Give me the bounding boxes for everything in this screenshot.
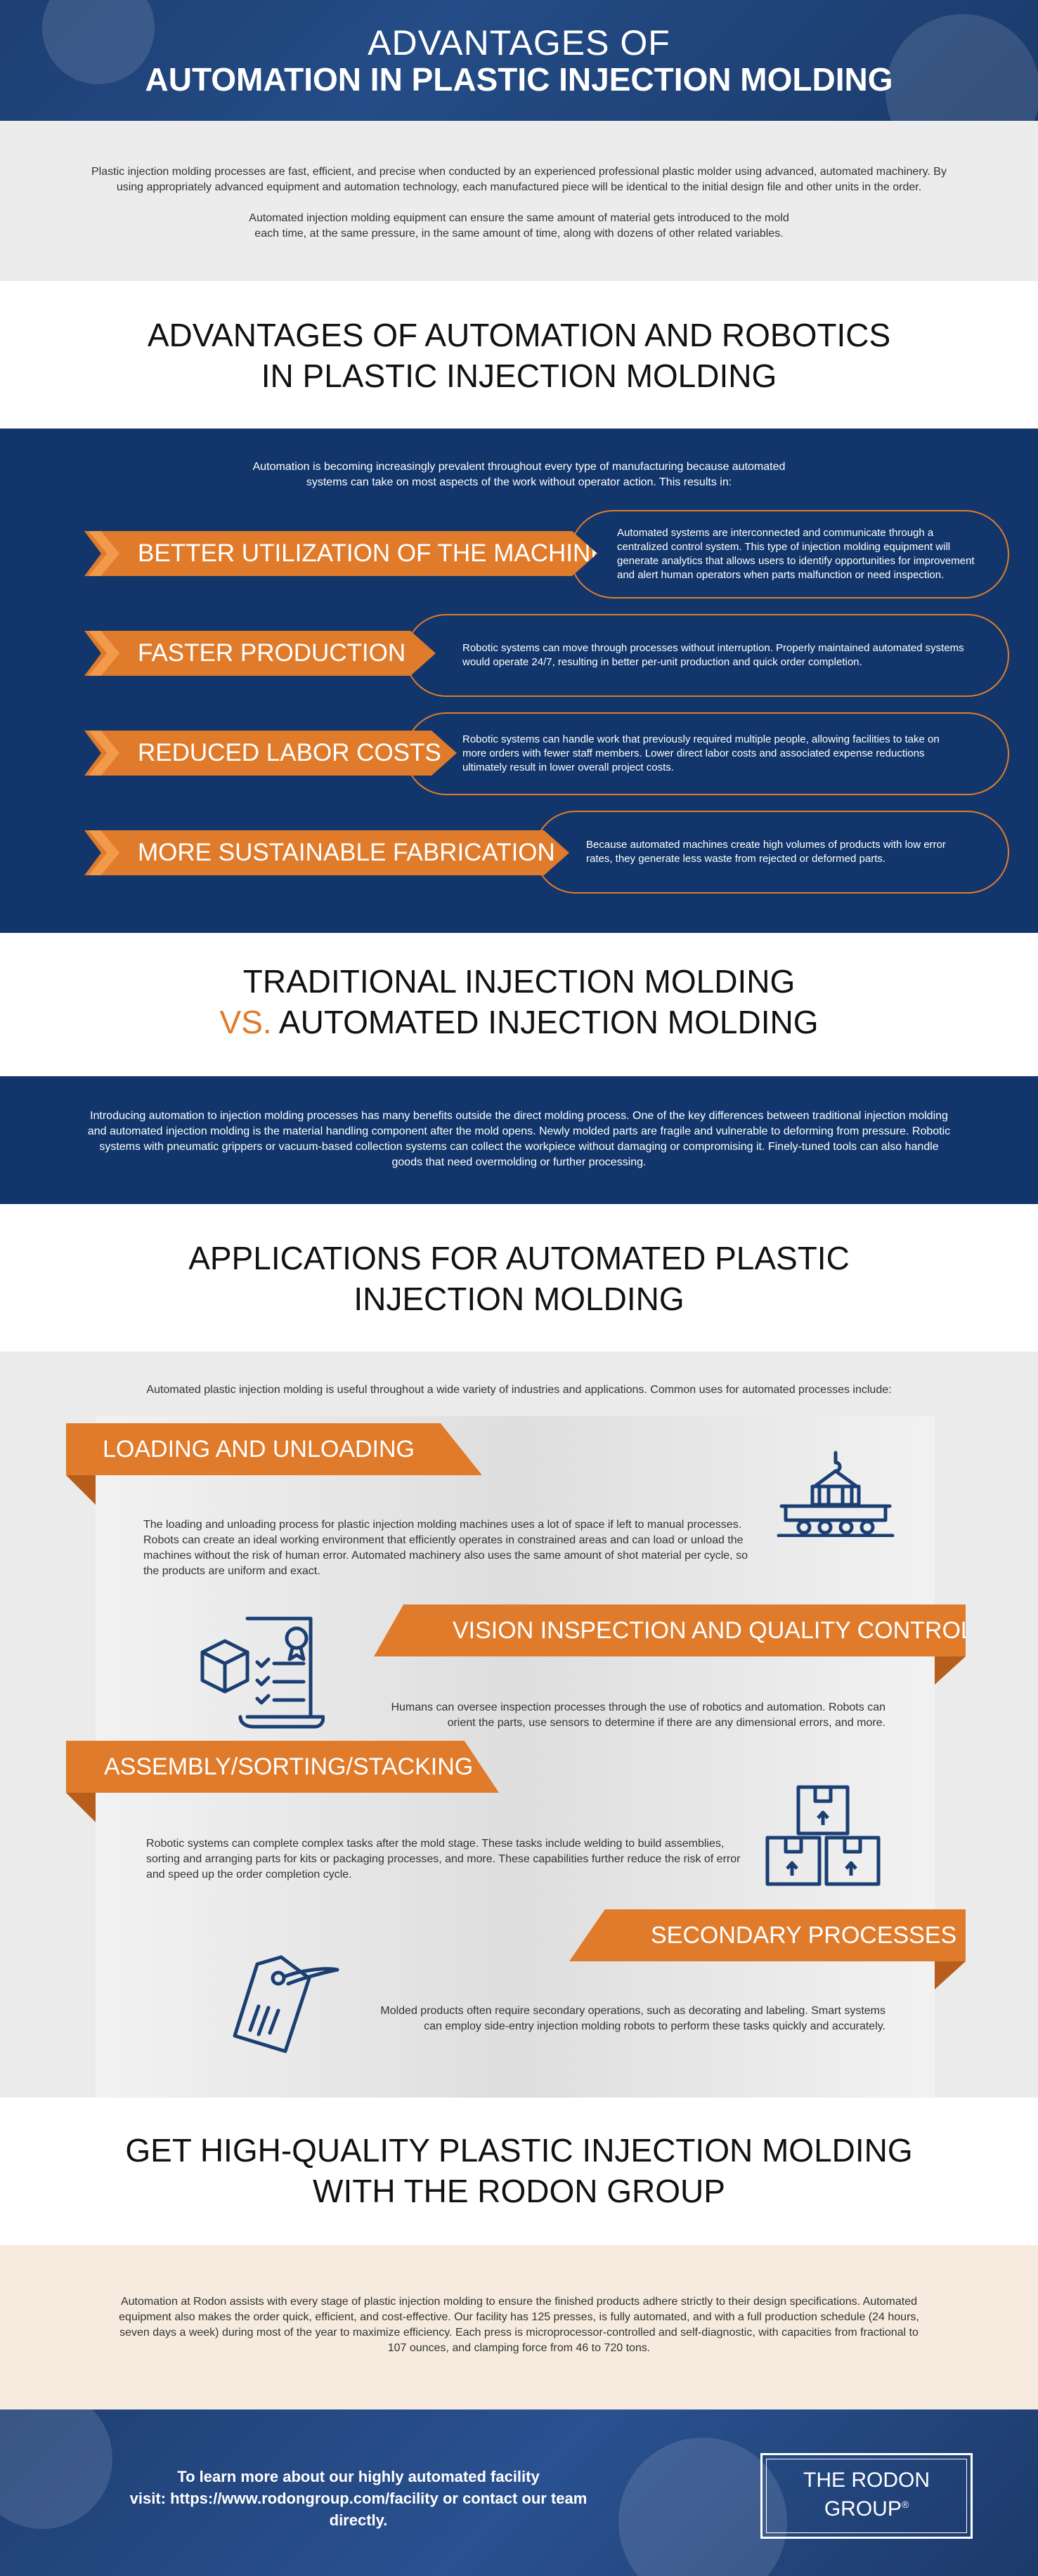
rodon-title-line2: WITH THE RODON GROUP xyxy=(313,2173,725,2209)
advantage-label-3: REDUCED LABOR COSTS xyxy=(138,739,441,766)
stacked-boxes-icon xyxy=(763,1783,883,1888)
footer-banner: To learn more about our highly automated… xyxy=(0,2410,1038,2576)
applications-section: Automated plastic injection molding is u… xyxy=(0,1352,1038,2098)
rodon-logo: THE RODON GROUP® xyxy=(760,2453,973,2539)
intro-paragraph-2: Automated injection molding equipment ca… xyxy=(249,212,789,240)
advantage-description-4: Because automated machines create high v… xyxy=(534,811,1009,894)
advantage-text-3: Robotic systems can handle work that pre… xyxy=(462,733,940,773)
comparison-title: TRADITIONAL INJECTION MOLDING VS. AUTOMA… xyxy=(0,933,1038,1042)
footer-cta: To learn more about our highly automated… xyxy=(105,2466,611,2531)
advantage-text-1: Automated systems are interconnected and… xyxy=(617,527,975,581)
header-title-line1: ADVANTAGES OF xyxy=(368,23,670,63)
advantage-description-3: Robotic systems can handle work that pre… xyxy=(405,712,1009,795)
application-label-3: ASSEMBLY/SORTING/STACKING xyxy=(104,1753,474,1780)
rodon-text: Automation at Rodon assists with every s… xyxy=(119,2296,919,2354)
comparison-text: Introducing automation to injection mold… xyxy=(87,1110,951,1168)
comparison-title-section: TRADITIONAL INJECTION MOLDING VS. AUTOMA… xyxy=(0,933,1038,1076)
footer-cta-line1: To learn more about our highly automated… xyxy=(177,2468,540,2485)
application-text-2: Humans can oversee inspection processes … xyxy=(391,1701,885,1729)
application-banner-1: LOADING AND UNLOADING xyxy=(66,1423,482,1475)
advantages-title-section: ADVANTAGES OF AUTOMATION AND ROBOTICS IN… xyxy=(0,281,1038,429)
applications-lead: Automated plastic injection molding is u… xyxy=(146,1384,892,1396)
applications-title-line1: APPLICATIONS FOR AUTOMATED PLASTIC xyxy=(188,1240,850,1276)
application-text-3: Robotic systems can complete complex tas… xyxy=(146,1838,741,1881)
ribbon-fold xyxy=(66,1793,96,1822)
comparison-title-line2: AUTOMATED INJECTION MOLDING xyxy=(278,1004,819,1040)
applications-title: APPLICATIONS FOR AUTOMATED PLASTIC INJEC… xyxy=(0,1204,1038,1319)
intro-paragraph-1: Plastic injection molding processes are … xyxy=(91,166,947,193)
logo-line2: GROUP xyxy=(824,2497,902,2521)
rodon-title: GET HIGH-QUALITY PLASTIC INJECTION MOLDI… xyxy=(0,2098,1038,2211)
advantages-lead: Automation is becoming increasingly prev… xyxy=(252,461,786,488)
facility-link[interactable]: visit: https://www.rodongroup.com/facili… xyxy=(129,2490,588,2529)
rodon-title-line1: GET HIGH-QUALITY PLASTIC INJECTION MOLDI… xyxy=(125,2132,913,2169)
advantages-section: Automation is becoming increasingly prev… xyxy=(0,429,1038,933)
advantage-label-2: FASTER PRODUCTION xyxy=(138,639,406,667)
crane-cart-icon xyxy=(776,1450,895,1538)
advantage-banner-4: MORE SUSTAINABLE FABRICATION xyxy=(84,830,569,875)
advantage-text-2: Robotic systems can move through process… xyxy=(462,642,964,668)
advantage-banner-1: BETTER UTILIZATION OF THE MACHINES xyxy=(84,531,597,576)
advantage-text-4: Because automated machines create high v… xyxy=(586,839,946,865)
advantage-label-4: MORE SUSTAINABLE FABRICATION xyxy=(138,839,555,866)
advantage-banner-2: FASTER PRODUCTION xyxy=(84,631,436,676)
ribbon-fold xyxy=(935,1656,966,1685)
application-text-1: The loading and unloading process for pl… xyxy=(143,1519,748,1577)
advantage-description-1: Automated systems are interconnected and… xyxy=(569,510,1009,599)
comparison-section: Introducing automation to injection mold… xyxy=(0,1076,1038,1204)
vs-label: VS. xyxy=(219,1004,272,1040)
header-title-line2: AUTOMATION IN PLASTIC INJECTION MOLDING xyxy=(145,61,893,98)
quality-checklist-icon xyxy=(198,1613,325,1730)
ribbon-fold xyxy=(66,1475,96,1505)
application-label-4: SECONDARY PROCESSES xyxy=(651,1922,957,1949)
application-banner-4: SECONDARY PROCESSES xyxy=(569,1909,966,1961)
advantages-title-line1: ADVANTAGES OF AUTOMATION AND ROBOTICS xyxy=(147,317,891,353)
application-banner-2: VISION INSPECTION AND QUALITY CONTROL xyxy=(374,1604,966,1656)
application-banner-3: ASSEMBLY/SORTING/STACKING xyxy=(66,1741,499,1793)
registered-mark: ® xyxy=(901,2499,909,2510)
advantages-title-line2: IN PLASTIC INJECTION MOLDING xyxy=(261,358,777,394)
application-label-1: LOADING AND UNLOADING xyxy=(103,1436,415,1463)
applications-title-line2: INJECTION MOLDING xyxy=(353,1281,685,1317)
header-banner: ADVANTAGES OF AUTOMATION IN PLASTIC INJE… xyxy=(0,0,1038,121)
rodon-title-section: GET HIGH-QUALITY PLASTIC INJECTION MOLDI… xyxy=(0,2098,1038,2245)
logo-line1: THE RODON xyxy=(803,2469,930,2492)
advantage-description-2: Robotic systems can move through process… xyxy=(405,614,1009,697)
application-text-4: Molded products often require secondary … xyxy=(380,2005,885,2032)
advantage-label-1: BETTER UTILIZATION OF THE MACHINES xyxy=(138,540,623,567)
advantage-banner-3: REDUCED LABOR COSTS xyxy=(84,731,457,776)
applications-title-section: APPLICATIONS FOR AUTOMATED PLASTIC INJEC… xyxy=(0,1204,1038,1352)
comparison-title-line1: TRADITIONAL INJECTION MOLDING xyxy=(242,963,796,1000)
advantages-title: ADVANTAGES OF AUTOMATION AND ROBOTICS IN… xyxy=(0,281,1038,396)
intro-section: Plastic injection molding processes are … xyxy=(0,121,1038,281)
ribbon-fold xyxy=(935,1961,966,1989)
rodon-section: Automation at Rodon assists with every s… xyxy=(0,2245,1038,2410)
price-tag-icon xyxy=(229,1950,342,2055)
application-label-2: VISION INSPECTION AND QUALITY CONTROL xyxy=(453,1617,974,1644)
